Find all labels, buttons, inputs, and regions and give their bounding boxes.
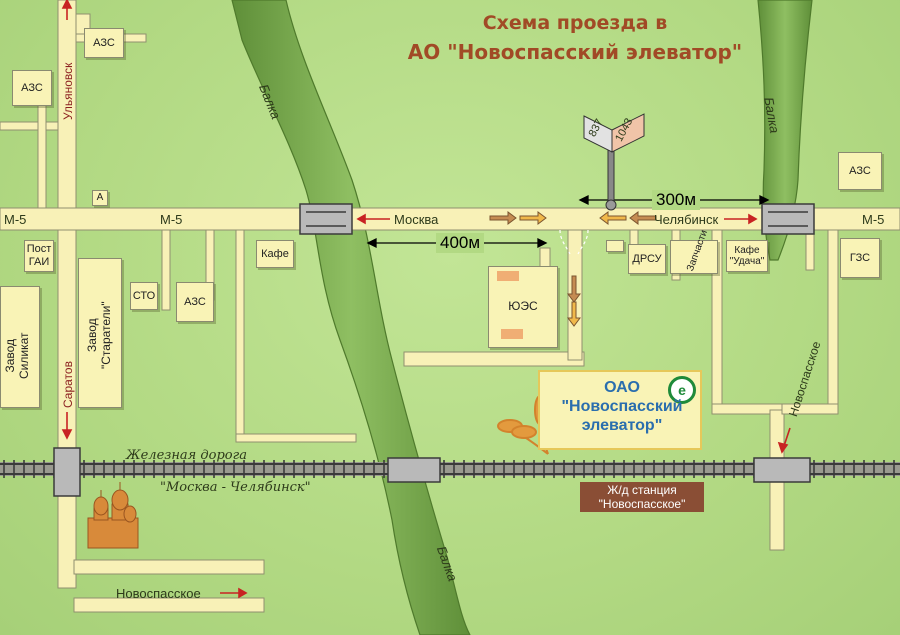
uges-roof-mark: [497, 271, 519, 281]
zavod-starateli-line-1: Завод: [85, 318, 99, 352]
zavod-silikat-text: Завод Силикат: [3, 333, 31, 380]
saratov-label: Саратов: [61, 361, 75, 408]
station-line-2: "Новоспасское": [598, 497, 686, 511]
novospasskoe-bottom-label: Новоспасское: [116, 586, 201, 601]
sto: СТО: [130, 282, 158, 310]
station-label: Ж/д станция "Новоспасское": [580, 482, 704, 512]
elevator-line-3: элеватор": [581, 417, 663, 434]
station-line-1: Ж/д станция: [607, 483, 677, 497]
kafe-udacha-line-1: Кафе: [734, 244, 760, 256]
bridges: [53, 203, 815, 497]
post-gai-line-1: Пост: [26, 243, 52, 256]
zavod-silikat-line-2: Силикат: [17, 332, 31, 380]
ravine-right: [757, 0, 813, 261]
zavod-silikat: Завод Силикат: [0, 286, 40, 408]
zavod-starateli-text: Завод "Старатели": [85, 301, 113, 369]
distance-400: 400м: [436, 233, 485, 253]
kafe-udacha: Кафе "Удача": [726, 240, 768, 272]
route-arrows: [489, 211, 657, 327]
elevator-block: e ОАО "Новоспасский элеватор": [538, 370, 702, 450]
m5-label-right: М-5: [862, 212, 885, 227]
post-gai: Пост ГАИ: [24, 240, 54, 272]
drsu-small: [606, 240, 624, 252]
zavod-starateli-line-2: "Старатели": [99, 301, 113, 369]
title-line-1: Схема проезда в: [482, 12, 668, 34]
elevator-line-2: "Новоспасский: [561, 398, 683, 415]
drsu: ДРСУ: [628, 244, 666, 274]
zapchasti: Запчасти: [670, 229, 718, 274]
moscow-label: Москва: [394, 212, 439, 227]
zavod-silikat-line-1: Завод: [3, 338, 17, 373]
elevator-name: ОАО "Новоспасский элеватор": [540, 378, 704, 435]
uges-label: ЮЭС: [508, 299, 538, 314]
m5-label-mid: М-5: [160, 212, 183, 227]
m5-label-left: М-5: [4, 212, 27, 227]
ulyanovsk-label: Ульяновск: [61, 62, 75, 120]
gzs: ГЗС: [840, 238, 880, 278]
elevator-line-1: ОАО: [604, 379, 640, 396]
azs-top: АЗС: [84, 28, 124, 58]
elevator-logo-icon: e: [668, 376, 696, 404]
a-marker: А: [92, 190, 108, 206]
map-title: Схема проезда в АО "Новоспасский элевато…: [340, 12, 810, 64]
church-icon: [87, 482, 139, 549]
uges-roof-mark-2: [501, 329, 523, 339]
railway-label: Железная дорога: [126, 448, 247, 463]
roads: [0, 0, 900, 613]
post-gai-line-2: ГАИ: [28, 256, 50, 268]
azs-right: АЗС: [838, 152, 882, 190]
azs-left: АЗС: [12, 70, 52, 106]
chelyabinsk-label: Челябинск: [654, 212, 719, 227]
direction-arrows: [61, 0, 791, 599]
uges: ЮЭС: [488, 266, 558, 348]
title-line-2: АО "Новоспасский элеватор": [407, 40, 743, 64]
azs-mid: АЗС: [176, 282, 214, 322]
signpost: [583, 113, 645, 211]
zavod-starateli: Завод "Старатели": [78, 258, 122, 408]
railway-route-label: "Москва - Челябинск": [160, 480, 311, 495]
distance-300: 300м: [652, 190, 701, 210]
kafe: Кафе: [256, 240, 294, 268]
kafe-udacha-line-2: "Удача": [729, 256, 765, 267]
